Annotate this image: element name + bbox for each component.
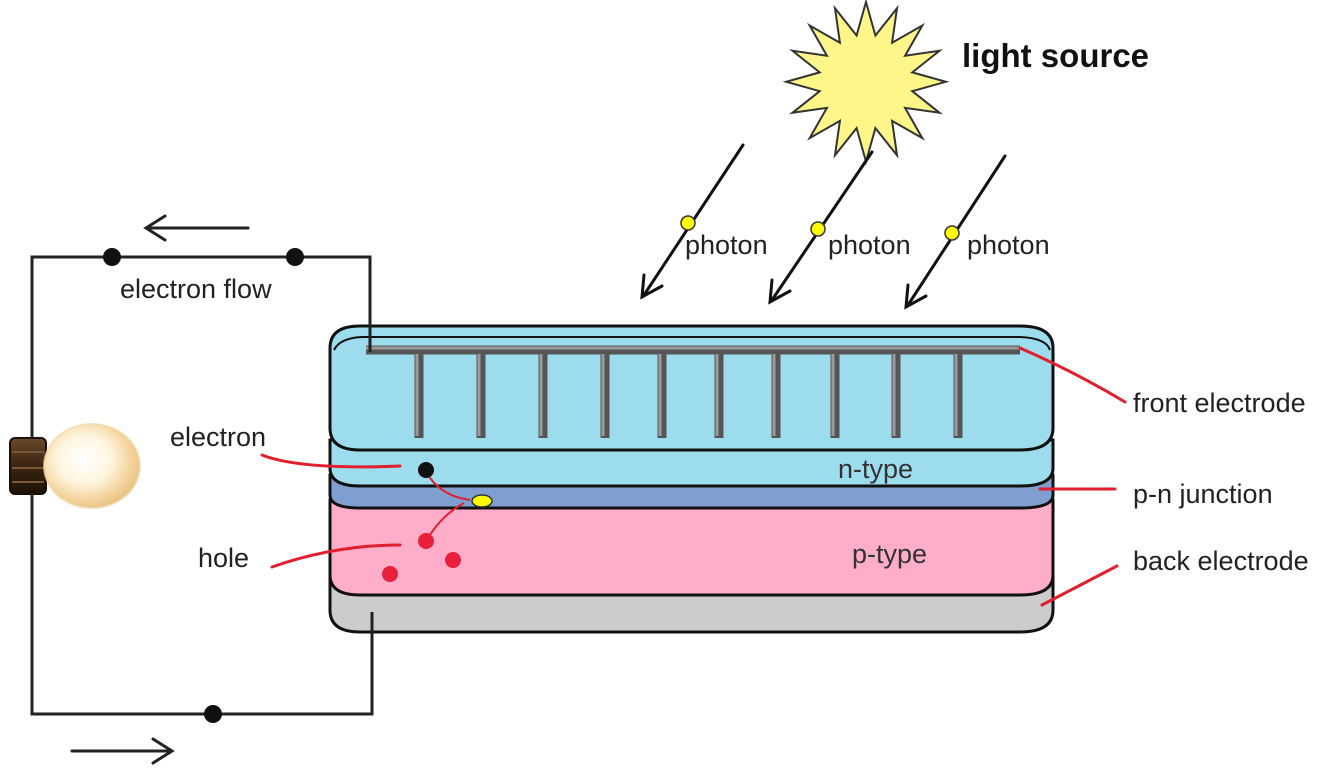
hole-label: hole (198, 543, 249, 573)
electron-flow-arrow-top (143, 214, 250, 242)
hole-pointer (270, 543, 402, 569)
circuit-wire-bottom (30, 495, 374, 716)
excited-electron-dot (471, 494, 493, 508)
electron-label: electron (170, 422, 266, 452)
photon-label-3: photon (967, 230, 1050, 260)
photon-label-1: photon (685, 230, 768, 260)
electron-dot (418, 462, 434, 478)
electron-flow-arrow-bottom (70, 737, 175, 765)
photon-dot (944, 225, 960, 241)
circuit-node (286, 248, 304, 266)
n-type-label: n-type (838, 454, 913, 484)
front-layer (328, 324, 1055, 452)
p-type-label: p-type (852, 539, 927, 569)
circuit-node (204, 705, 222, 723)
photon-dot (810, 221, 826, 237)
solar-cell (328, 324, 1055, 634)
hole-dot (418, 533, 434, 549)
photon-dots (680, 215, 960, 241)
pointer-lines (260, 346, 1127, 607)
external-circuit (30, 255, 374, 716)
front-electrode-grid (366, 345, 1020, 438)
p-type-layer (328, 498, 1055, 597)
electron-pointer (260, 453, 402, 469)
photon-label-2: photon (828, 230, 911, 260)
electron-flow-label: electron flow (120, 274, 272, 304)
front-layer-edge (333, 336, 1051, 351)
front-electrode-label: front electrode (1133, 388, 1306, 418)
circuit-node (103, 248, 121, 266)
light-source-label: light source (962, 37, 1149, 74)
front-electrode-grid-highlight (366, 346, 1020, 436)
sun-icon (782, 0, 950, 166)
circuit-nodes (103, 248, 304, 723)
back-electrode-label: back electrode (1133, 546, 1309, 576)
hole-dots (382, 533, 461, 582)
pn-junction-label: p-n junction (1133, 479, 1273, 509)
hole-dot (382, 566, 398, 582)
light-bulb-icon (9, 423, 141, 509)
photon-dot (680, 215, 696, 231)
back-electrode-pointer (1040, 564, 1119, 607)
circuit-wire-top (30, 255, 372, 440)
front-electrode-pointer (1018, 346, 1127, 404)
hole-dot (445, 552, 461, 568)
